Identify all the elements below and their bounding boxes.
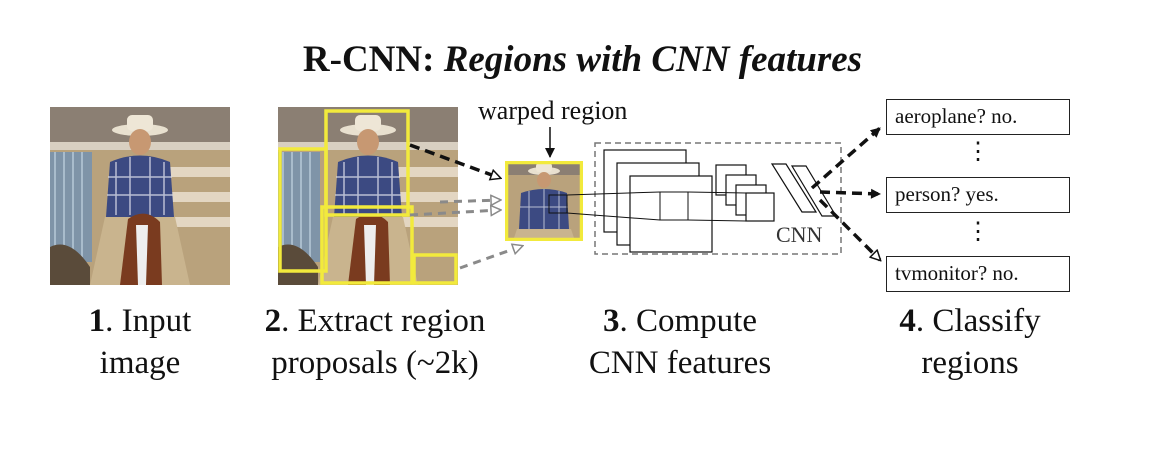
receptive-field-lines xyxy=(548,191,747,222)
arrow-to-tvmonitor xyxy=(818,198,880,260)
proposals-image xyxy=(278,107,458,285)
proposal-box-small xyxy=(412,253,458,285)
proposal-box-horse xyxy=(320,205,414,285)
step-4-number: 4 xyxy=(899,303,916,339)
class-box-tvmonitor: tvmonitor? no. xyxy=(886,256,1070,292)
diagram-title: R-CNN: Regions with CNN features xyxy=(0,38,1165,81)
arrow-proposal-gray-1 xyxy=(439,200,500,202)
warped-region-label: warped region xyxy=(478,96,628,125)
title-italic: Regions with CNN features xyxy=(443,39,863,80)
class-box-aeroplane: aeroplane? no. xyxy=(886,99,1070,135)
cnn-container xyxy=(594,142,842,255)
step-3-line1: . Compute xyxy=(619,303,758,339)
step-4-line2: regions xyxy=(921,345,1019,381)
step-2-caption: 2. Extract region proposals (~2k) xyxy=(240,300,510,384)
vertical-dots-1: ⋮ xyxy=(966,139,990,165)
step-1-number: 1 xyxy=(88,303,106,339)
arrow-to-aeroplane xyxy=(810,126,882,190)
arrow-proposal-gray-3 xyxy=(459,246,522,270)
proposal-box-left xyxy=(278,147,328,273)
arrow-to-person xyxy=(819,188,881,199)
step-1-line1: . Input xyxy=(105,303,192,339)
fc-layers xyxy=(770,163,838,217)
step-3-line2: CNN features xyxy=(588,345,772,381)
arrow-proposal-to-warp xyxy=(409,143,500,178)
step-4-line1: . Classify xyxy=(915,303,1041,339)
class-box-person: person? yes. xyxy=(886,177,1070,213)
step-2-line2: proposals (~2k) xyxy=(271,345,479,381)
input-image xyxy=(50,107,230,285)
title-bold: R-CNN: xyxy=(302,39,435,80)
step-1-line2: image xyxy=(99,345,181,381)
step-2-number: 2 xyxy=(264,303,282,339)
step-3-caption: 3. Compute CNN features xyxy=(560,300,800,384)
step-4-caption: 4. Classify regions xyxy=(865,300,1075,384)
cnn-layers xyxy=(603,149,775,253)
arrow-proposal-gray-2 xyxy=(409,210,500,215)
step-2-line1: . Extract region xyxy=(281,303,486,339)
vertical-dots-2: ⋮ xyxy=(966,219,990,245)
warped-region-image xyxy=(505,161,583,241)
step-1-caption: 1. Input image xyxy=(60,300,220,384)
cnn-label: CNN xyxy=(776,222,823,247)
step-3-number: 3 xyxy=(603,303,620,339)
